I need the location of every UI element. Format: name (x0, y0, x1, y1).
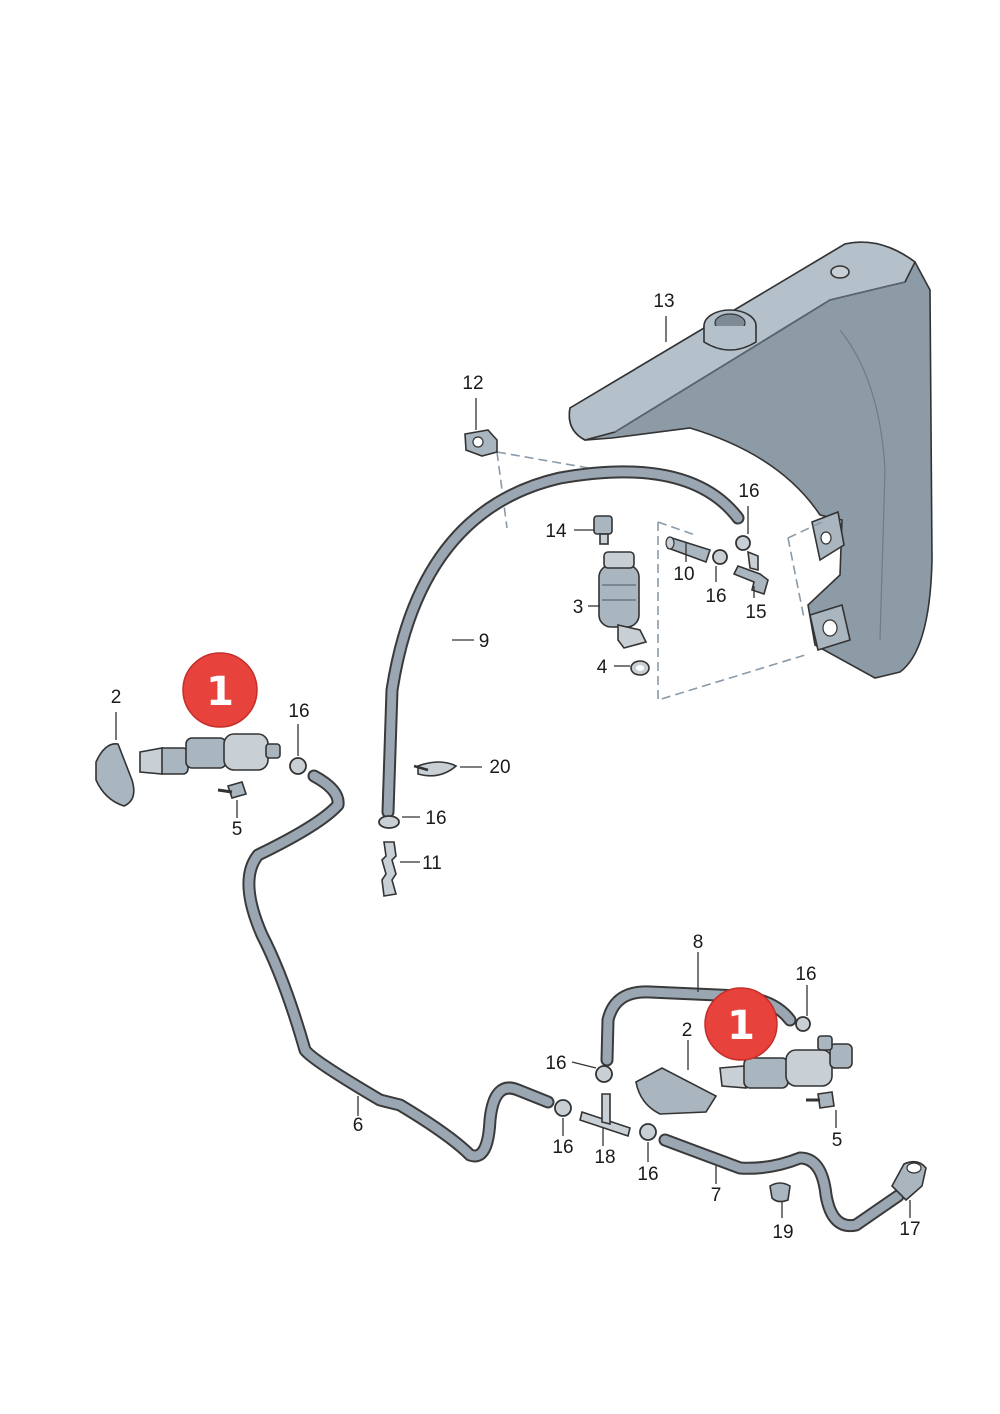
callout-5: 5 (832, 1130, 843, 1151)
connector-14 (593, 515, 613, 545)
washer-pump-3 (598, 551, 648, 649)
callout-2: 2 (682, 1020, 693, 1041)
callout-14: 14 (545, 521, 567, 542)
highlight-badge-left: 1 (182, 652, 258, 728)
callout-18: 18 (594, 1147, 615, 1168)
callout-5: 5 (232, 819, 243, 840)
washer-nozzle-1-right (719, 1035, 853, 1089)
callout-10: 10 (673, 564, 694, 585)
callout-labels: 13 12 16 14 10 16 15 3 9 4 2 16 20 5 16 … (111, 291, 921, 1243)
connector-11 (381, 841, 398, 897)
callout-2: 2 (111, 687, 122, 708)
badge-number: 1 (727, 1003, 755, 1049)
washer-fluid-reservoir (568, 241, 933, 679)
callout-8: 8 (693, 932, 704, 953)
callout-20: 20 (489, 757, 510, 778)
callout-11: 11 (422, 853, 442, 874)
leader-lines (115, 316, 911, 1218)
callout-17: 17 (899, 1219, 920, 1240)
hose-7 (658, 1133, 905, 1233)
callout-16: 16 (425, 808, 446, 829)
callout-6: 6 (353, 1115, 364, 1136)
assembly-dash-lines (496, 451, 823, 702)
hose-6 (242, 769, 555, 1163)
hose-9 (381, 465, 745, 819)
callout-16: 16 (795, 964, 816, 985)
clamp-16-d (378, 815, 400, 829)
callout-16: 16 (705, 586, 726, 607)
screw-5-right (806, 1091, 835, 1109)
cover-cap-2-left (95, 743, 135, 807)
highlight-badge-right: 1 (704, 987, 778, 1061)
callout-16: 16 (545, 1053, 566, 1074)
callout-19: 19 (772, 1222, 793, 1243)
elbow-connector-15 (732, 550, 769, 596)
seal-ring-4 (630, 660, 650, 676)
clamp-16-a (735, 535, 751, 551)
callout-4: 4 (597, 657, 608, 678)
screw-5-left (217, 781, 248, 799)
callout-15: 15 (745, 602, 766, 623)
callout-3: 3 (573, 597, 584, 618)
clamp-16-g (554, 1099, 572, 1117)
cover-cap-2-right (635, 1067, 718, 1115)
clamp-16-f (595, 1065, 613, 1083)
washer-nozzle-1-left (139, 733, 281, 775)
clip-12 (464, 429, 498, 457)
clamp-16-c (289, 757, 307, 775)
callout-16: 16 (637, 1164, 658, 1185)
callout-7: 7 (711, 1185, 722, 1206)
t-connector-18 (579, 1093, 631, 1138)
clamp-16-b (712, 549, 728, 565)
callout-16: 16 (288, 701, 309, 722)
clamp-16-h (639, 1123, 657, 1141)
callout-9: 9 (479, 631, 490, 652)
hose-clip-20 (413, 761, 458, 777)
callout-16: 16 (738, 481, 759, 502)
hose-piece-10 (665, 536, 712, 564)
elbow-connector-17 (891, 1160, 927, 1202)
clip-19 (769, 1182, 791, 1203)
clamp-16-e (795, 1016, 811, 1032)
callout-13: 13 (653, 291, 674, 312)
badge-number: 1 (206, 669, 234, 715)
hose-8 (600, 985, 797, 1067)
callout-12: 12 (462, 373, 483, 394)
callout-16: 16 (552, 1137, 573, 1158)
